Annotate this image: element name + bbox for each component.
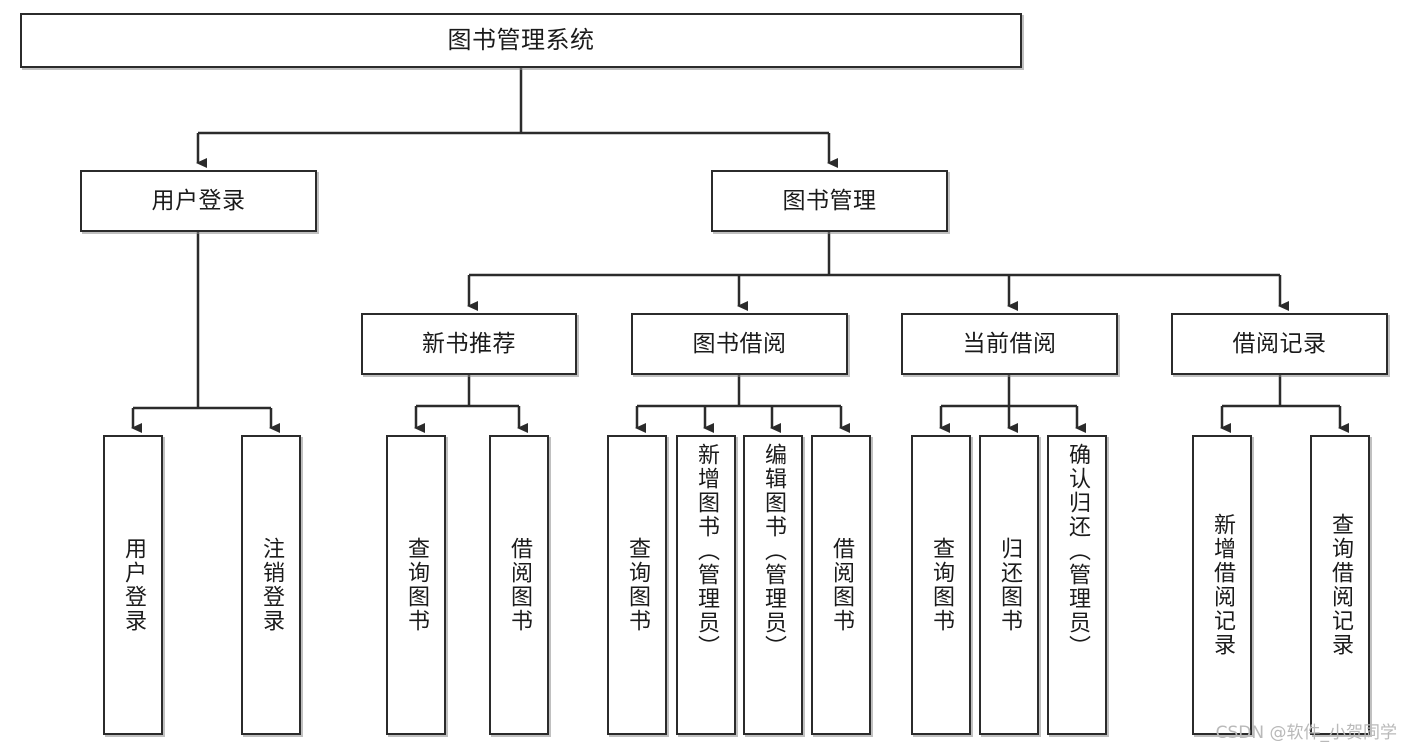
node-label: 图书管理系统: [447, 25, 595, 54]
node-label: 当前借阅: [962, 330, 1057, 357]
node-root-book-management-system[interactable]: 图书管理系统: [20, 13, 1022, 68]
node-borrow-records[interactable]: 借阅记录: [1171, 313, 1388, 375]
leaf-records-add-record[interactable]: 新增借阅记录: [1192, 435, 1252, 735]
node-label: 查询图书: [928, 537, 954, 633]
leaf-recommend-query-books[interactable]: 查询图书: [386, 435, 446, 735]
leaf-current-return-books[interactable]: 归还图书: [979, 435, 1039, 735]
node-label: 借阅图书: [828, 537, 854, 633]
leaf-recommend-borrow-books[interactable]: 借阅图书: [489, 435, 549, 735]
node-label: 查询图书: [403, 537, 429, 633]
node-book-management[interactable]: 图书管理: [711, 170, 948, 232]
node-label: 确认归还（管理员）: [1064, 443, 1090, 659]
node-label: 归还图书: [996, 537, 1022, 633]
leaf-borrow-borrow-books[interactable]: 借阅图书: [811, 435, 871, 735]
leaf-user-login[interactable]: 用户登录: [103, 435, 163, 735]
node-book-borrow[interactable]: 图书借阅: [631, 313, 848, 375]
leaf-borrow-add-book-admin[interactable]: 新增图书（管理员）: [676, 435, 736, 735]
node-label: 图书借阅: [692, 330, 787, 357]
node-label: 用户登录: [151, 187, 246, 214]
node-label: 注销登录: [258, 537, 284, 633]
watermark-text: CSDN @软件_小贺同学: [1215, 723, 1397, 743]
node-label: 用户登录: [120, 537, 146, 633]
leaf-borrow-query-books[interactable]: 查询图书: [607, 435, 667, 735]
leaf-records-query-record[interactable]: 查询借阅记录: [1310, 435, 1370, 735]
node-label: 图书管理: [782, 187, 877, 214]
node-label: 查询图书: [624, 537, 650, 633]
leaf-user-logout[interactable]: 注销登录: [241, 435, 301, 735]
node-label: 查询借阅记录: [1327, 513, 1353, 657]
node-label: 借阅图书: [506, 537, 532, 633]
node-label: 编辑图书（管理员）: [760, 443, 786, 659]
node-label: 借阅记录: [1232, 330, 1327, 357]
node-new-book-recommend[interactable]: 新书推荐: [361, 313, 577, 375]
leaf-current-confirm-return-admin[interactable]: 确认归还（管理员）: [1047, 435, 1107, 735]
leaf-current-query-books[interactable]: 查询图书: [911, 435, 971, 735]
node-label: 新增借阅记录: [1209, 513, 1235, 657]
node-user-login[interactable]: 用户登录: [80, 170, 317, 232]
leaf-borrow-edit-book-admin[interactable]: 编辑图书（管理员）: [743, 435, 803, 735]
node-current-borrow[interactable]: 当前借阅: [901, 313, 1118, 375]
node-label: 新书推荐: [422, 330, 516, 357]
node-label: 新增图书（管理员）: [693, 443, 719, 659]
